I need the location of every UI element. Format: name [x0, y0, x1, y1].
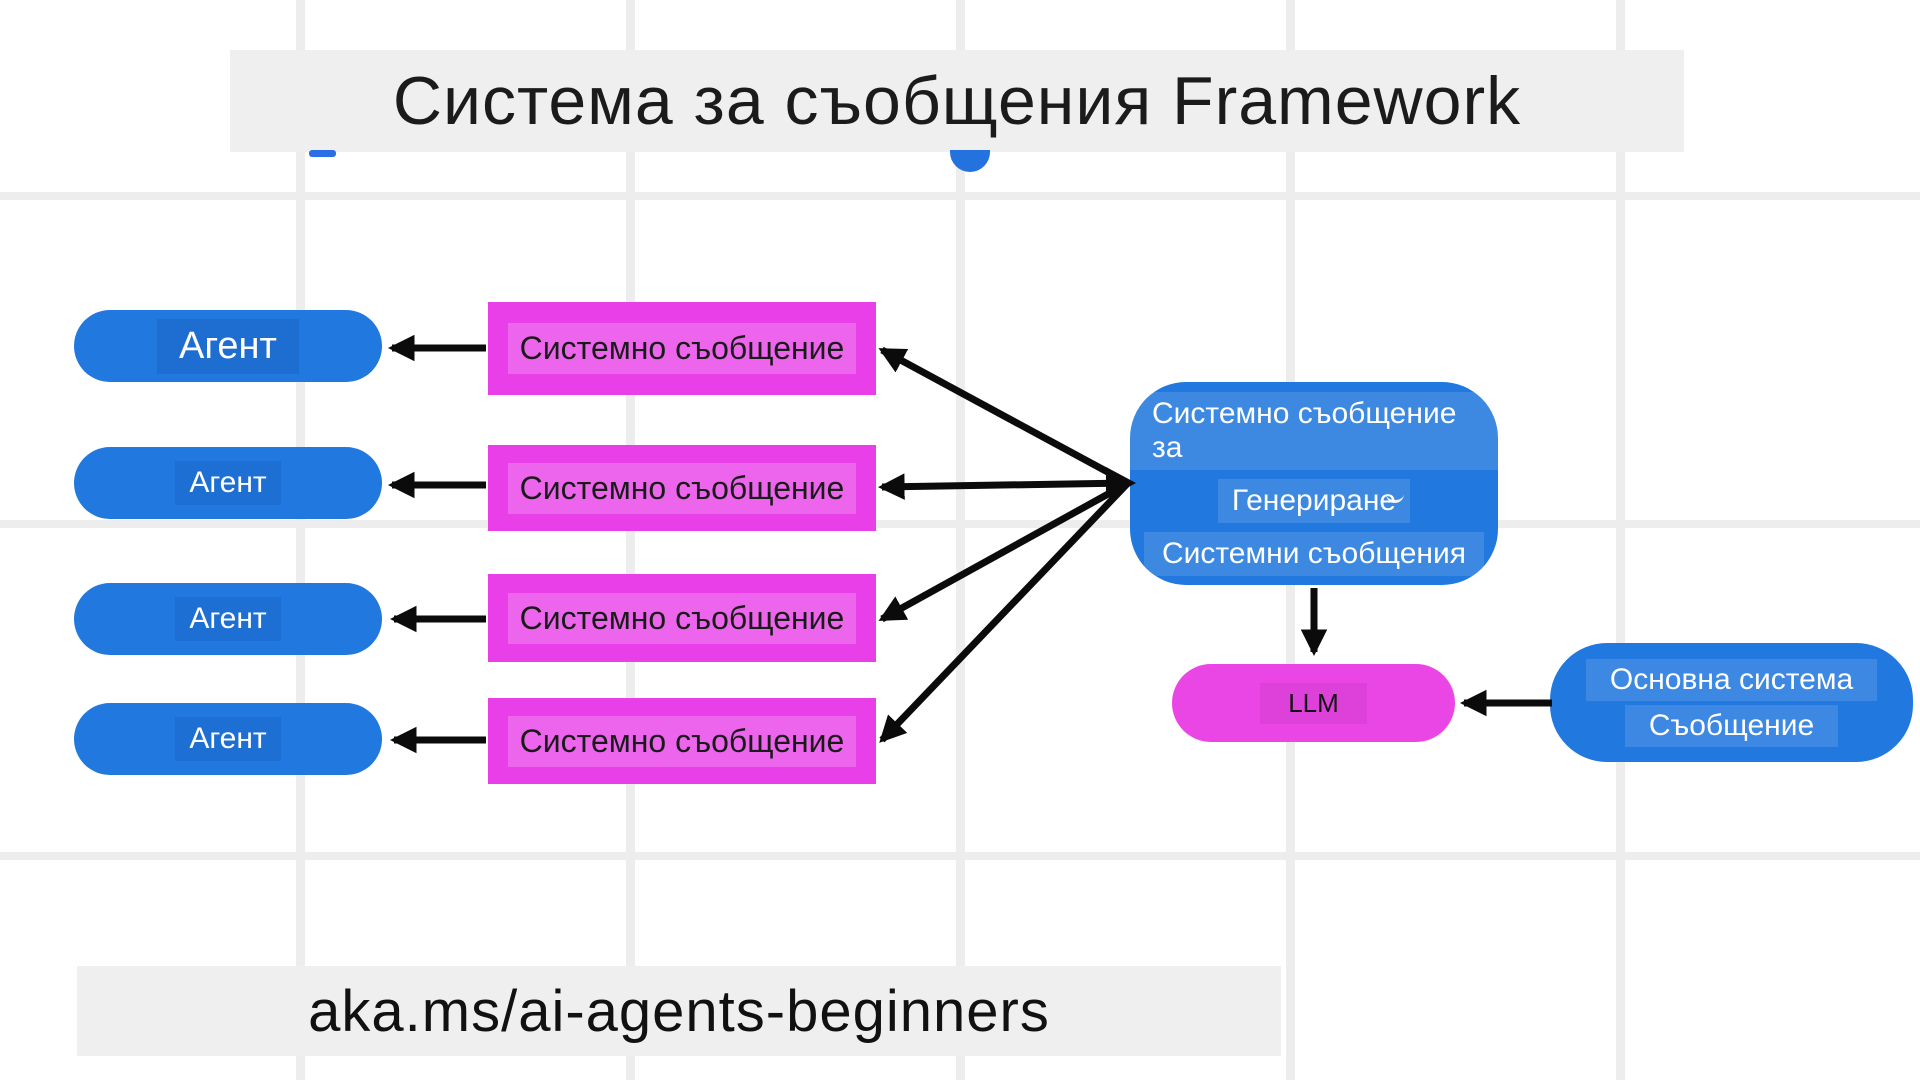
generator-line-3: Системни съобщения — [1143, 531, 1484, 576]
agent-label: Агент — [175, 461, 281, 505]
base-system-line-2: Съобщение — [1624, 704, 1839, 747]
agent-node-2: Агент — [74, 447, 382, 519]
artifact-blue-semicircle — [950, 150, 990, 172]
grid-line-vertical — [1616, 0, 1625, 1080]
agent-node-1: Агент — [74, 310, 382, 382]
system-message-node-1: Системно съобщение — [488, 302, 876, 395]
grid-line-horizontal — [0, 852, 1920, 860]
page-title: Система за съобщения Framework — [392, 63, 1522, 139]
system-message-label: Системно съобщение — [507, 323, 857, 374]
grid-line-horizontal — [0, 192, 1920, 200]
arrow-generator-to-msg3 — [878, 479, 1130, 623]
arrow-generator-to-msg2 — [878, 473, 1129, 500]
footer-bar: aka.ms/ai-agents-beginners — [77, 966, 1281, 1056]
grid-line-horizontal — [0, 520, 1920, 528]
base-system-message-node: Основна система Съобщение — [1550, 643, 1913, 762]
agent-label: Агент — [175, 717, 281, 761]
llm-node: LLM — [1172, 664, 1455, 742]
title-bar: Система за съобщения Framework — [230, 50, 1684, 152]
arrow-generator-to-msg1 — [878, 346, 1130, 487]
generator-line-2: Генериране — [1217, 478, 1411, 523]
system-message-label: Системно съобщение — [507, 462, 857, 514]
system-message-node-2: Системно съобщение — [488, 445, 876, 531]
agent-node-4: Агент — [74, 703, 382, 775]
llm-label: LLM — [1260, 682, 1367, 724]
grid-line-vertical — [626, 0, 635, 1080]
artifact-white-squiggle — [1386, 490, 1404, 503]
base-system-line-1: Основна система — [1585, 658, 1878, 701]
system-message-label: Системно съобщение — [507, 715, 857, 767]
system-message-label: Системно съобщение — [507, 592, 857, 644]
system-message-node-3: Системно съобщение — [488, 574, 876, 662]
agent-node-3: Агент — [74, 583, 382, 655]
agent-label: Агент — [157, 318, 299, 374]
system-message-generator-node: Системно съобщение за Генериране Системн… — [1130, 382, 1498, 585]
agent-label: Агент — [175, 597, 281, 641]
grid-line-vertical — [296, 0, 305, 1080]
system-message-node-4: Системно съобщение — [488, 698, 876, 784]
footer-link-text: aka.ms/ai-agents-beginners — [308, 978, 1050, 1044]
artifact-blue-dash — [309, 150, 336, 157]
generator-line-1: Системно съобщение за — [1130, 391, 1498, 470]
